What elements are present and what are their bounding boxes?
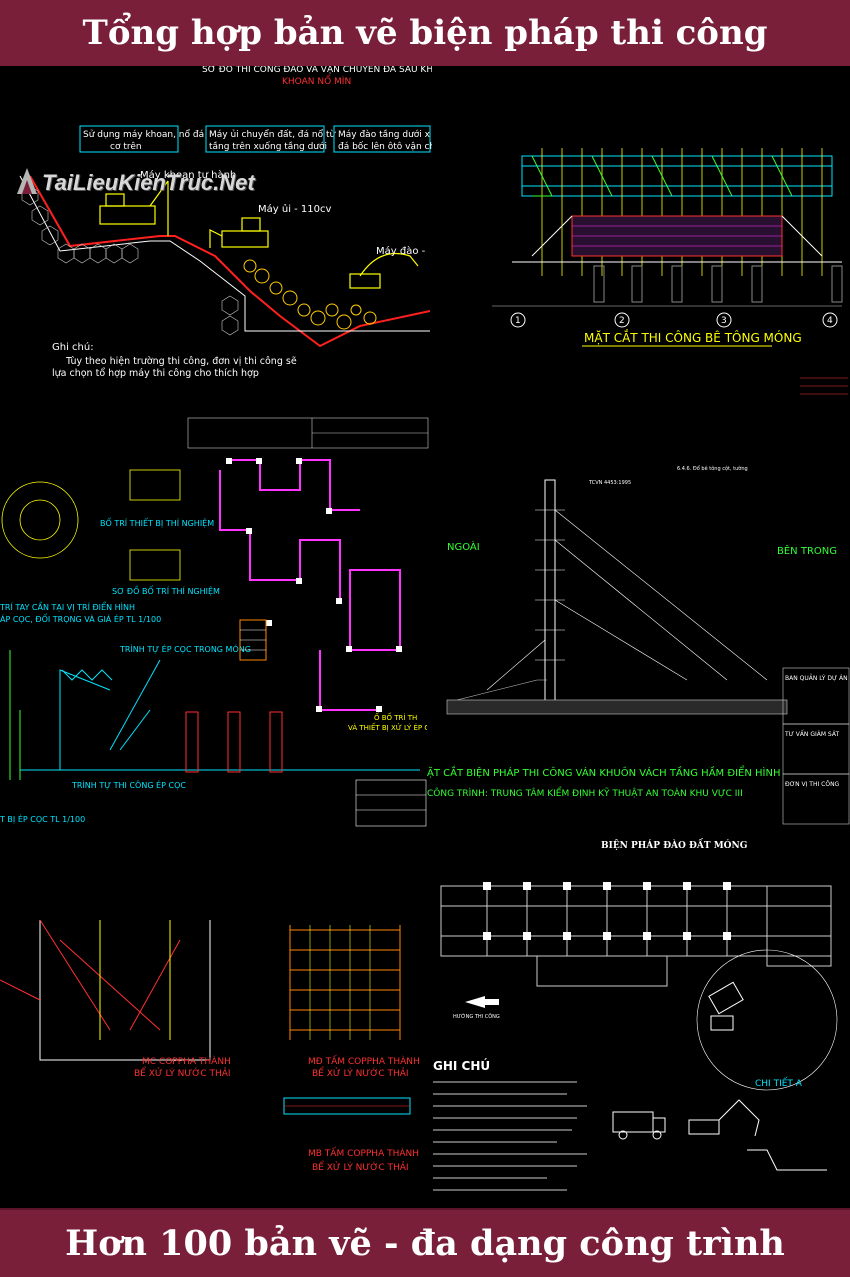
drawing-panel-tank-formwork[interactable]: MC COPPHA THÀNH BỂ XỬ LÝ NƯỚC THẢI MĐ TẤ… bbox=[0, 830, 427, 1208]
p1-box1b: cơ trên bbox=[110, 141, 142, 152]
p3-label8: VÀ THIẾT BỊ XỬ LÝ ÉP CỌC bbox=[348, 722, 427, 732]
p1-label-drill: Máy khoan tự hành bbox=[140, 169, 236, 181]
p3-label3: TRÌNH TỰ ÉP CỌC TRONG MÓNG bbox=[119, 643, 251, 654]
p5-label3b: BỂ XỬ LÝ NƯỚC THẢI bbox=[312, 1160, 409, 1173]
footer-tagline: Hơn 100 bản vẽ - đa dạng công trình bbox=[65, 1223, 785, 1264]
p3-label1: BỐ TRÍ THIẾT BỊ THÍ NGHIỆM bbox=[100, 516, 214, 529]
p1-note-line1: Tùy theo hiện trường thi công, đơn vị th… bbox=[65, 356, 297, 367]
p1-label-dozer: Máy ủi - 110cv bbox=[258, 203, 332, 215]
p5-label2b: BỂ XỬ LÝ NƯỚC THẢI bbox=[312, 1066, 409, 1079]
p1-label-excavator: Máy đào - bbox=[376, 245, 426, 257]
svg-text:TCVN 4453:1995: TCVN 4453:1995 bbox=[588, 480, 631, 486]
p1-box3: Máy đào tầng dưới x bbox=[338, 129, 431, 140]
p4-side2: TƯ VẤN GIÁM SÁT bbox=[784, 730, 839, 738]
p2-axis-3: 3 bbox=[721, 316, 727, 326]
p6-title: BIỆN PHÁP ĐÀO ĐẤT MÓNG bbox=[601, 838, 747, 851]
header-banner: Tổng hợp bản vẽ biện pháp thi công bbox=[0, 0, 850, 68]
p3-label6: TRÌNH TỰ THI CÔNG ÉP CỌC bbox=[71, 779, 186, 790]
drawing-panel-pile-pressing[interactable]: BỐ TRÍ THIẾT BỊ THÍ NGHIỆM SƠ ĐỒ BỐ TRÍ … bbox=[0, 450, 427, 830]
drawing-panel-foundation-excavation[interactable]: BIỆN PHÁP ĐÀO ĐẤT MÓNG HƯỚNG THI CÔNG GH… bbox=[427, 830, 850, 1208]
drawing-panel-basement-formwork[interactable]: TCVN 4453:1995 6.4.6. Đổ bê tông cột, tư… bbox=[427, 450, 850, 830]
p2-title: MẶT CẮT THI CÔNG BÊ TÔNG MÓNG bbox=[584, 329, 802, 345]
p1-subtitle: KHOAN NỔ MÌN bbox=[282, 74, 351, 87]
p3-label7: Ố BỐ TRÍ TH bbox=[374, 712, 417, 722]
p1-box3b: đá bốc lên ôtô vận ch bbox=[338, 141, 432, 152]
p1-note-title: Ghi chú: bbox=[52, 341, 94, 353]
p5-label2: MĐ TẤM COPPHA THÀNH bbox=[308, 1055, 420, 1067]
p6-detail: CHI TIẾT A bbox=[755, 1077, 803, 1089]
p5-label3: MB TẤM COPPHA THÀNH bbox=[308, 1147, 419, 1159]
p4-title2: CÔNG TRÌNH: TRUNG TÂM KIỂM ĐỊNH KỸ THUẬT… bbox=[427, 786, 743, 799]
svg-text:6.4.6. Đổ bê tông cột, tường: 6.4.6. Đổ bê tông cột, tường bbox=[677, 465, 748, 472]
p5-label1: MC COPPHA THÀNH bbox=[142, 1055, 231, 1067]
p1-note-line2: lựa chọn tổ hợp máy thi công cho thích h… bbox=[52, 368, 259, 379]
footer-banner: Hơn 100 bản vẽ - đa dạng công trình bbox=[0, 1208, 850, 1277]
p4-title1: ẶT CẮT BIỆN PHÁP THI CÔNG VÁN KHUÔN VÁCH… bbox=[427, 765, 781, 779]
p3-label4: TRÍ TAY CẦN TẠI VỊ TRÍ ĐIỂN HÌNH bbox=[0, 600, 135, 613]
header-title: Tổng hợp bản vẽ biện pháp thi công bbox=[82, 13, 768, 53]
p4-side3: ĐƠN VỊ THI CÔNG bbox=[785, 781, 840, 788]
p2-axis-2: 2 bbox=[619, 316, 625, 326]
p1-box1: Sử dụng máy khoan, nổ đá bbox=[83, 129, 204, 140]
p5-label1b: BỂ XỬ LÝ NƯỚC THẢI bbox=[134, 1066, 231, 1079]
drawing-panel-rock-excavation[interactable]: SƠ ĐỒ THI CÔNG ĐÀO VÀ VẬN CHUYỂN ĐÁ SAU … bbox=[0, 66, 432, 450]
p3-label2: SƠ ĐỒ BỐ TRÍ THÍ NGHIỆM bbox=[112, 584, 220, 597]
p1-box2: Máy ủi chuyển đất, đá nổ từ bbox=[209, 129, 336, 140]
p1-box2b: tầng trên xuống tầng dưới bbox=[209, 141, 327, 152]
p3-label5: ÁP CỌC, ĐỐI TRỌNG VÀ GIÁ ÉP TL 1/100 bbox=[0, 612, 161, 624]
p6-direction: HƯỚNG THI CÔNG bbox=[453, 1013, 500, 1020]
p2-axis-4: 4 bbox=[827, 316, 833, 326]
p4-label-out: NGOÀI bbox=[447, 540, 480, 553]
drawing-panel-foundation-section[interactable]: 1 2 3 4 MẶT CẮT THI CÔNG BÊ TÔNG MÓNG bbox=[432, 66, 850, 450]
p4-label-in: BÊN TRONG bbox=[777, 544, 837, 557]
p1-title: SƠ ĐỒ THI CÔNG ĐÀO VÀ VẬN CHUYỂN ĐÁ SAU … bbox=[202, 66, 432, 75]
p6-note-title: GHI CHÚ bbox=[433, 1058, 490, 1073]
p3-label9: T BỊ ÉP CỌC TL 1/100 bbox=[0, 813, 85, 825]
p2-axis-1: 1 bbox=[515, 316, 521, 326]
p4-side1: BAN QUẢN LÝ DỰ ÁN bbox=[785, 674, 848, 682]
